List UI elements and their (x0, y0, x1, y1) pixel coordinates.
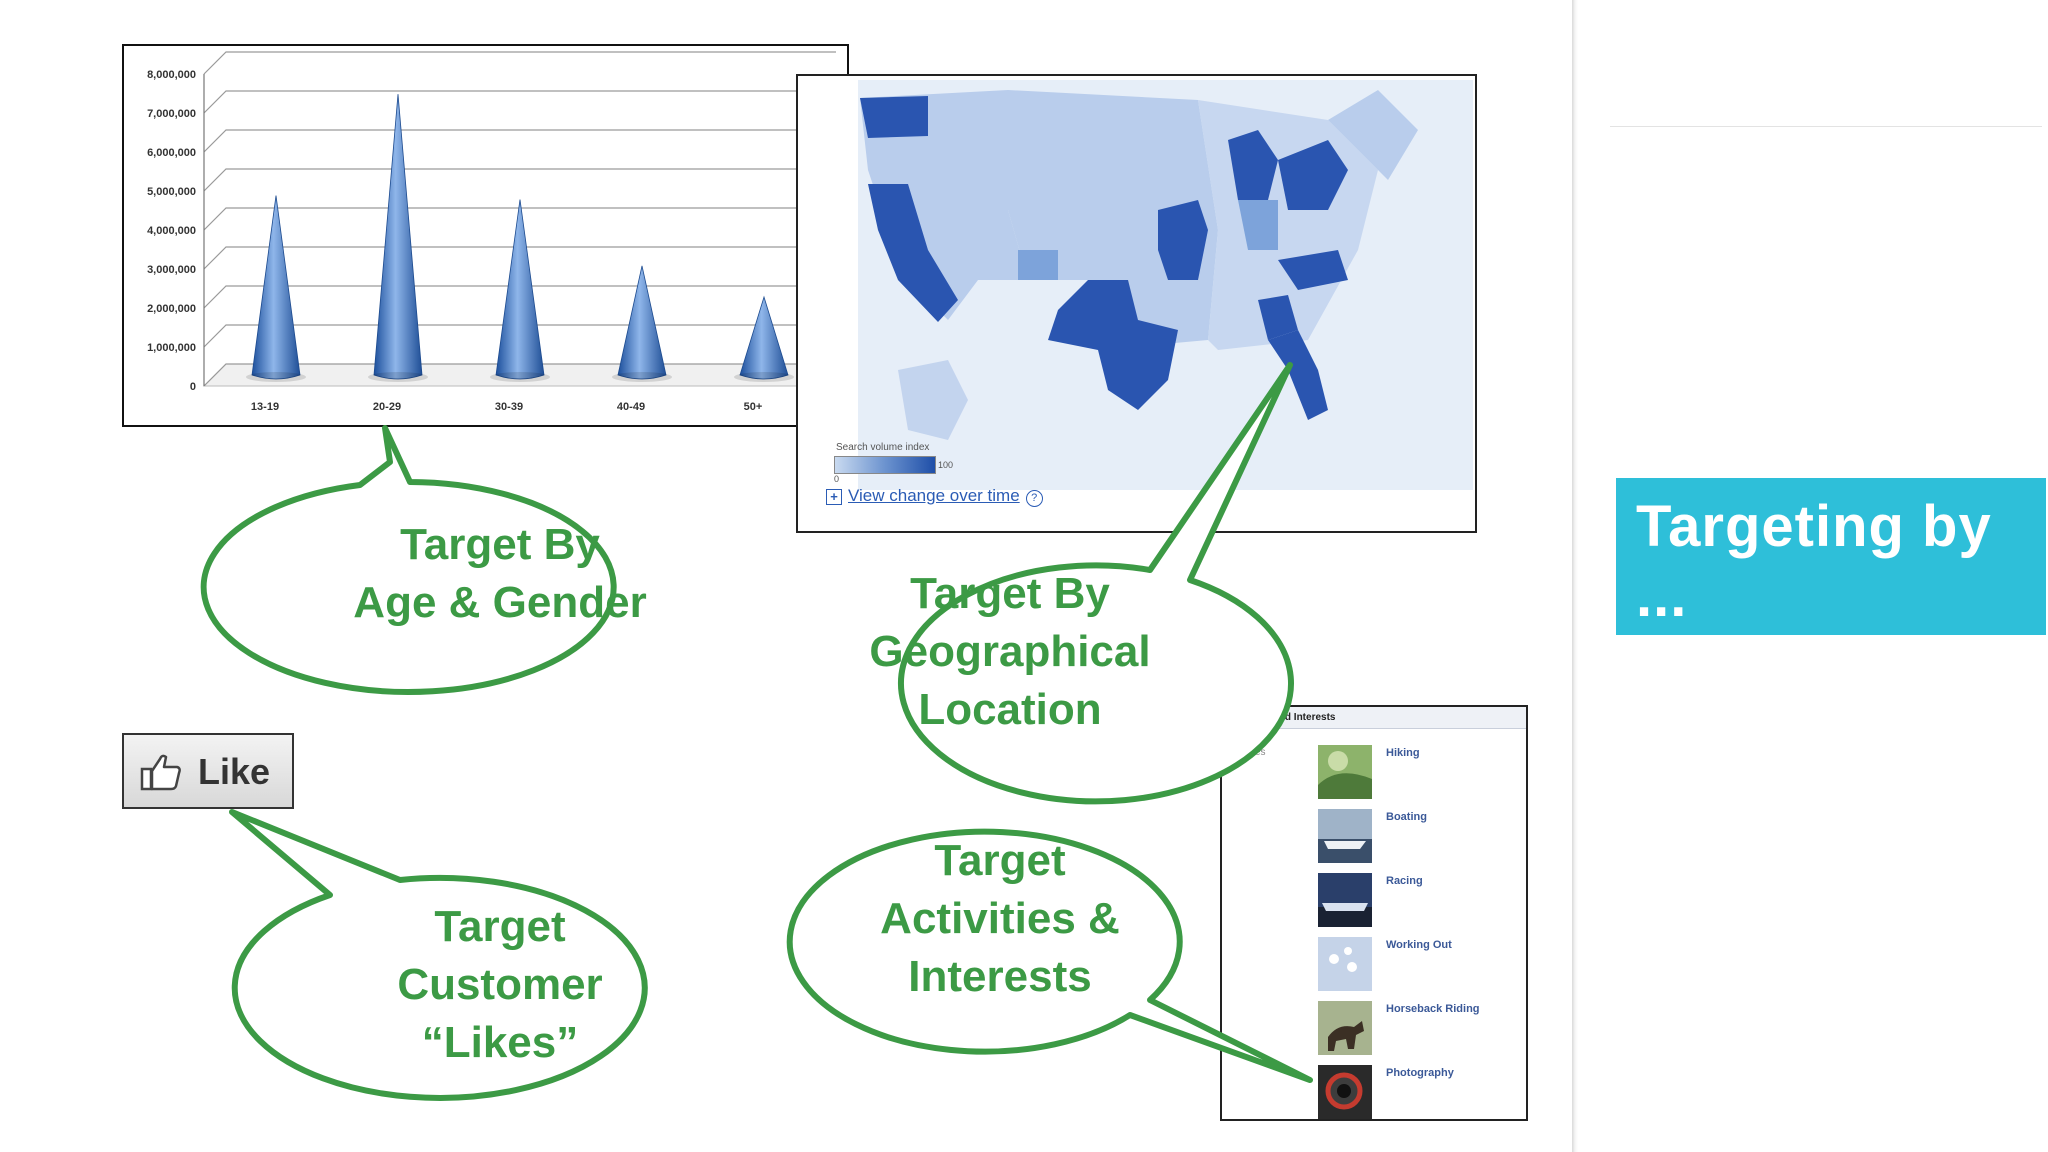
bubble-geo-text: Target By Geographical Location (869, 569, 1151, 734)
map-state-florida (1268, 330, 1328, 420)
chart-y-tick: 2,000,000 (147, 303, 196, 315)
activity-racing[interactable]: Racing (1386, 875, 1423, 887)
map-state-california (868, 184, 958, 322)
map-region-northeast (1328, 90, 1418, 180)
chart-x-tick: 13-19 (251, 401, 279, 413)
map-state-illinois (1158, 200, 1208, 280)
activities-panel: Activities and Interests Activities Hiki… (1220, 705, 1528, 1121)
chart-y-tick: 1,000,000 (147, 342, 196, 354)
chart-bar (251, 195, 301, 380)
chart-y-tick: 8,000,000 (147, 69, 196, 81)
chart-bar-shadow (490, 372, 550, 382)
map-state-washington (860, 96, 928, 138)
hiking-thumbnail[interactable] (1318, 745, 1372, 799)
map-state-ohio (1238, 200, 1278, 250)
chart-y-tick: 5,000,000 (147, 186, 196, 198)
view-change-link[interactable]: + View change over time? (826, 486, 1043, 507)
slide-divider (1572, 0, 1578, 1152)
chart-y-tick: 0 (190, 381, 196, 393)
like-label: Like (198, 751, 271, 792)
map-state-carolina (1278, 250, 1348, 290)
chart-bar (617, 265, 667, 380)
chart-x-tick: 50+ (744, 401, 763, 413)
boating-thumbnail[interactable] (1318, 809, 1372, 863)
map-state-northeast (1278, 140, 1348, 210)
help-icon[interactable]: ? (1025, 490, 1043, 507)
activity-hiking[interactable]: Hiking (1386, 747, 1420, 759)
activity-horseback-riding[interactable]: Horseback Riding (1386, 1003, 1480, 1015)
horseback-riding-thumbnail[interactable] (1318, 1001, 1372, 1055)
chart-gridline (203, 285, 836, 309)
chart-bar (495, 199, 545, 380)
chart-x-tick: 40-49 (617, 401, 645, 413)
map-state-colorado (1018, 250, 1058, 280)
bubble-age-gender-text: Target By Age & Gender (353, 520, 647, 627)
chart-bar-shadow (246, 372, 306, 382)
chart-gridline (203, 129, 836, 153)
activity-photography[interactable]: Photography (1386, 1067, 1454, 1079)
us-map (860, 90, 1418, 440)
map-area (858, 80, 1473, 490)
working-out-thumbnail[interactable] (1318, 937, 1372, 991)
chart-y-tick: 3,000,000 (147, 264, 196, 276)
activity-boating[interactable]: Boating (1386, 811, 1427, 823)
chart-gridline (203, 246, 836, 270)
chart-bar (373, 94, 423, 380)
chart-y-ticks: 8,000,000 7,000,000 6,000,000 5,000,000 4,00… (147, 69, 196, 393)
map-state-georgia (1258, 295, 1298, 340)
chart-cones (246, 94, 794, 382)
map-region-west (860, 90, 1028, 320)
photography-thumbnail[interactable] (1318, 1065, 1372, 1119)
map-region-central (1008, 90, 1218, 350)
geo-map: Search volume index 0 100 + View change o… (796, 74, 1477, 533)
chart-gridline (203, 207, 836, 231)
legend-max: 100 (938, 460, 954, 470)
bubble-activities-text: Target Activities & Interests (880, 836, 1120, 1001)
chart-bar-shadow (368, 372, 428, 382)
chart-y-tick: 7,000,000 (147, 108, 196, 120)
chart-x-tick: 30-39 (495, 401, 523, 413)
thumbs-up-icon (140, 754, 181, 791)
bubble-likes-text: Target Customer “Likes” (397, 902, 603, 1067)
title-box: Targeting by ... (1616, 478, 2046, 635)
legend-label: Search volume index (836, 442, 930, 453)
racing-thumbnail[interactable] (1318, 873, 1372, 927)
map-alaska (898, 360, 968, 440)
map-state-michigan (1228, 130, 1278, 200)
chart-y-tick: 4,000,000 (147, 225, 196, 237)
chart-x-ticks: 13-19 20-29 30-39 40-49 50+ (251, 401, 762, 413)
activities-title: Activities and Interests (1222, 707, 1526, 729)
side-rule (1610, 126, 2042, 127)
chart-bar-shadow (734, 372, 794, 382)
like-button[interactable]: Like (122, 733, 294, 809)
chart-bar (739, 295, 789, 380)
chart-gridline (203, 168, 836, 192)
chart-gridline (203, 51, 836, 75)
view-change-label[interactable]: View change over time (848, 486, 1020, 505)
activity-working-out[interactable]: Working Out (1386, 939, 1452, 951)
age-chart: 8,000,000 7,000,000 6,000,000 5,000,000 4,00… (122, 44, 849, 427)
chart-gridline (203, 90, 836, 114)
activities-section-label: Activities (1226, 747, 1266, 758)
chart-x-tick: 20-29 (373, 401, 401, 413)
chart-y-tick: 6,000,000 (147, 147, 196, 159)
plus-icon[interactable]: + (826, 489, 842, 505)
slide-title: Targeting by ... (1636, 494, 1992, 629)
chart-bar-shadow (612, 372, 672, 382)
legend-gradient (834, 456, 936, 474)
age-chart-svg: 8,000,000 7,000,000 6,000,000 5,000,000 4,00… (147, 51, 838, 413)
legend-min: 0 (834, 474, 840, 484)
